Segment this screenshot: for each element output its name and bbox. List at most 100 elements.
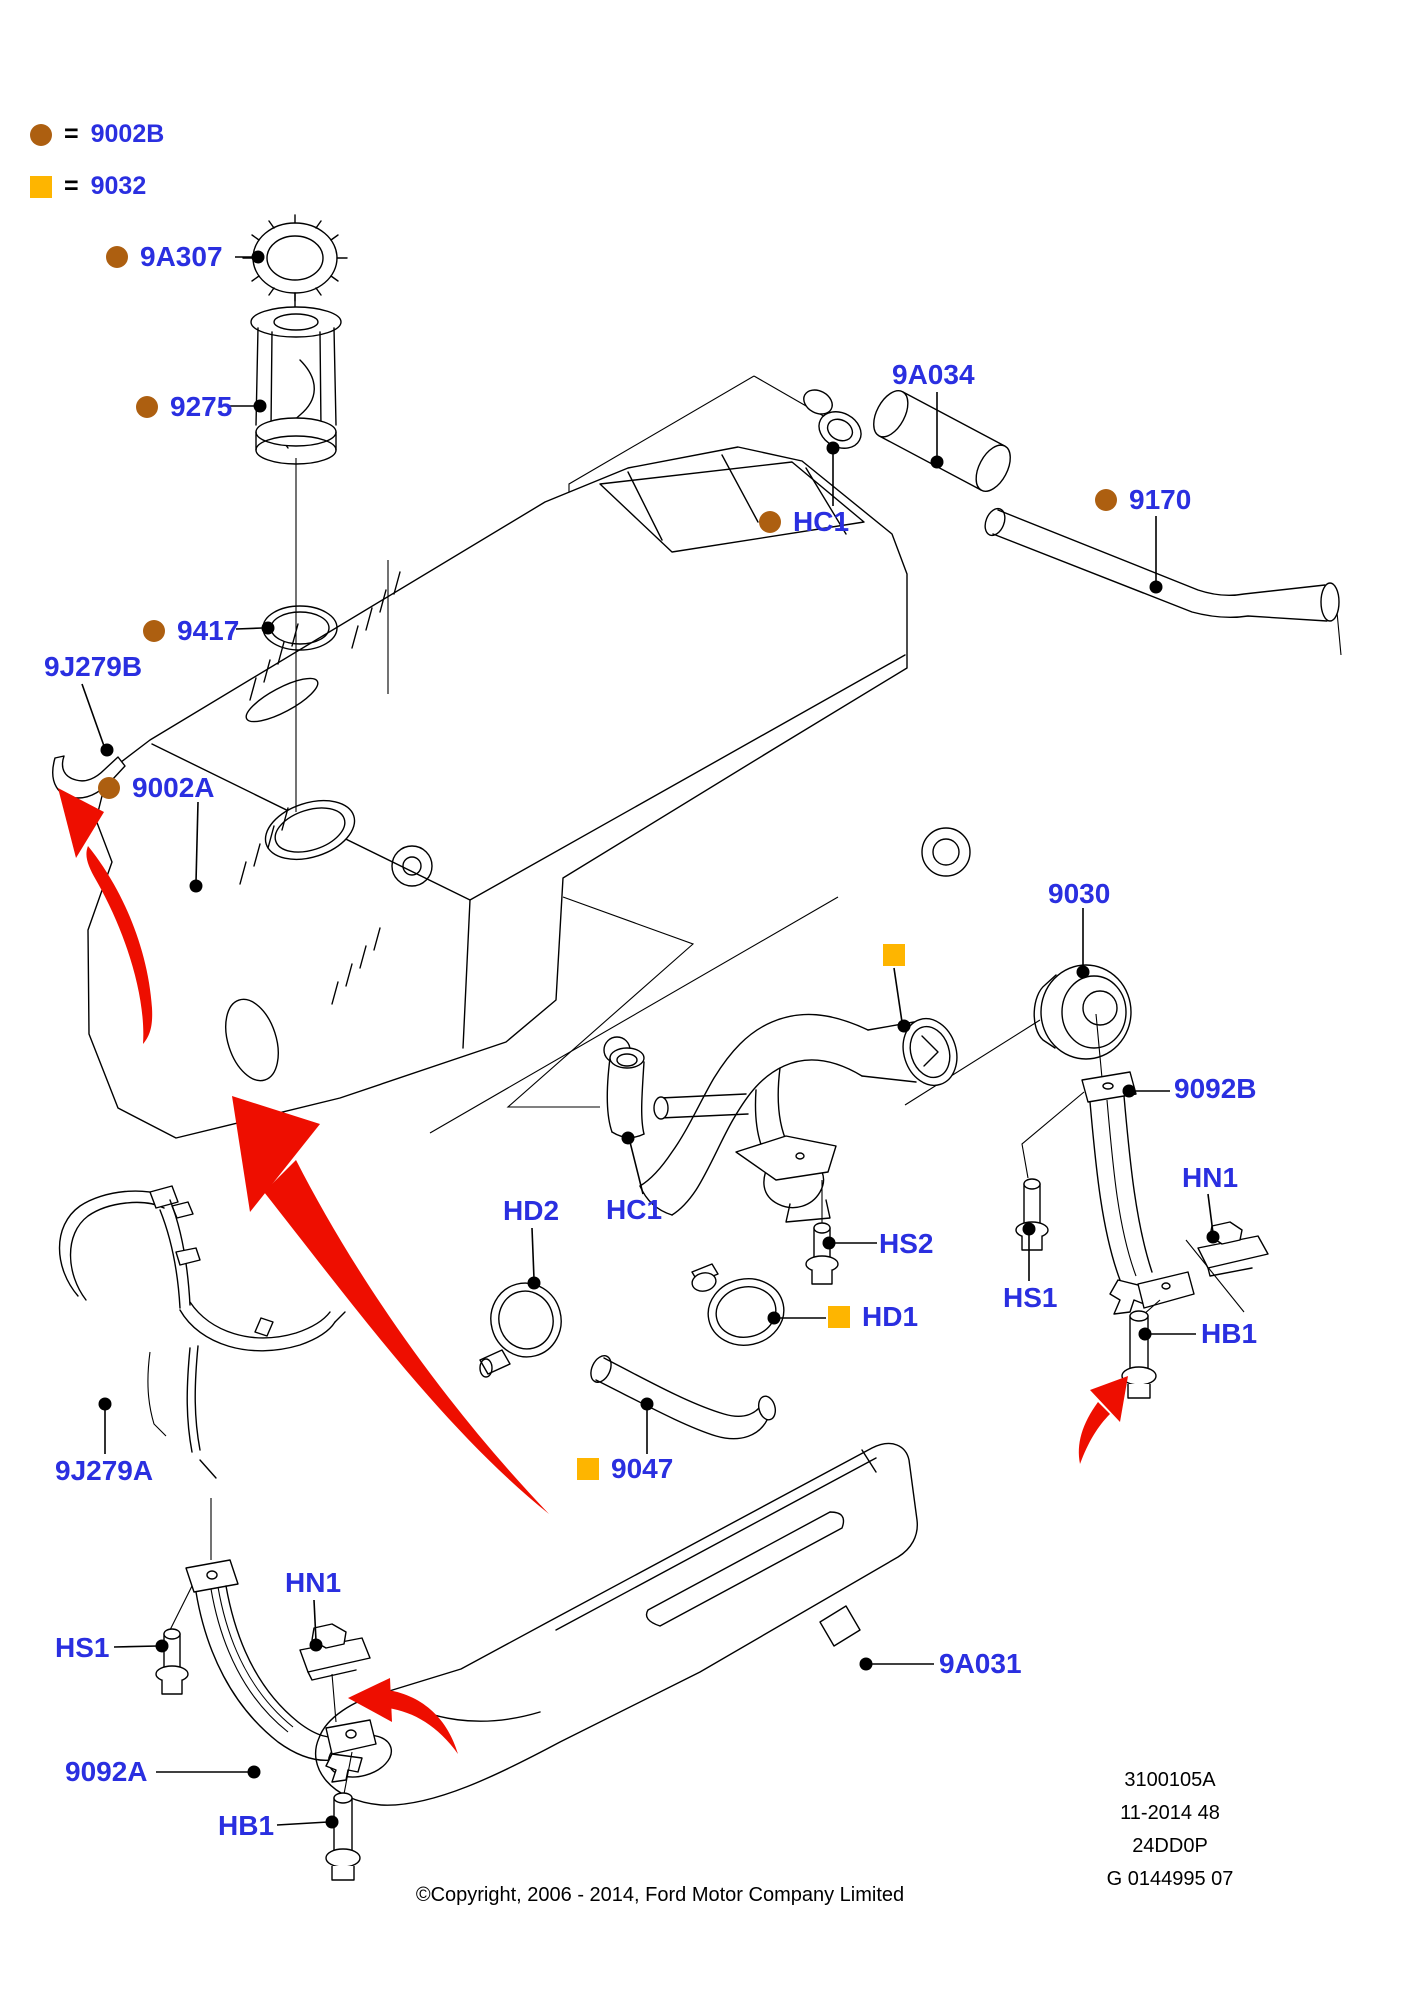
orange-square-icon [30, 175, 52, 198]
part-number[interactable]: 9002A [132, 772, 215, 803]
nut-hn1-right-drawing [1197, 1221, 1269, 1277]
part-number[interactable]: 9092A [65, 1756, 148, 1787]
bolt-hb1-right-drawing [1121, 1310, 1157, 1399]
strap-9092a-drawing [169, 1498, 377, 1795]
part-number[interactable]: HN1 [1182, 1162, 1239, 1193]
part-number[interactable]: 9030 [1048, 878, 1111, 909]
part-number[interactable]: HS2 [879, 1228, 934, 1259]
brown-dot-icon [759, 511, 781, 533]
part-number[interactable]: HC1 [793, 506, 850, 537]
fuel-tank-drawing [87, 446, 971, 1139]
part-number[interactable]: HB1 [1201, 1318, 1258, 1349]
callout-hd1[interactable]: HD1 [828, 1301, 918, 1333]
callout-9j279a[interactable]: 9J279A [55, 1455, 153, 1487]
part-number[interactable]: HS1 [1003, 1282, 1058, 1313]
brown-dot-icon [143, 620, 165, 642]
legend-code: 9002B [90, 120, 165, 148]
revision-line: 24DD0P [1132, 1835, 1208, 1857]
fuel-pump-module-drawing [250, 306, 342, 465]
callout-9092a[interactable]: 9092A [65, 1756, 148, 1788]
callout-9030[interactable]: 9030 [1048, 878, 1110, 910]
part-number[interactable]: HN1 [285, 1567, 342, 1598]
callout-hn1-right[interactable]: HN1 [1182, 1162, 1238, 1194]
part-number[interactable]: 9092B [1174, 1073, 1257, 1104]
copyright-text: ©Copyright, 2006 - 2014, Ford Motor Comp… [415, 1884, 905, 1906]
clamp-hc1-upper-drawing [803, 389, 862, 449]
callout-9417[interactable]: 9417 [143, 615, 239, 647]
part-number[interactable]: HD1 [862, 1301, 919, 1332]
part-number[interactable]: HS1 [55, 1632, 110, 1663]
orange-square-icon [828, 1306, 850, 1328]
bolt-hb1-left-drawing [325, 1792, 361, 1881]
revision-line: G 0144995 07 [1106, 1868, 1234, 1890]
brown-dot-icon [30, 123, 52, 146]
callout-hb1-right[interactable]: HB1 [1201, 1318, 1257, 1350]
bolt-hs1-right-drawing [1015, 1178, 1049, 1251]
callout-9a307[interactable]: 9A307 [106, 241, 223, 273]
bolt-hs2-drawing [805, 1222, 839, 1285]
part-number[interactable]: 9275 [170, 391, 233, 422]
filler-pipe-drawing [639, 1013, 958, 1225]
part-number[interactable]: 9047 [611, 1453, 674, 1484]
lock-ring-drawing [242, 214, 348, 311]
revision-line: 3100105A [1124, 1769, 1216, 1791]
red-arrow-upper-left [58, 788, 153, 1044]
callout-hs1-left[interactable]: HS1 [55, 1632, 109, 1664]
bolt-hs1-left-drawing [155, 1628, 189, 1695]
orange-square-icon [577, 1458, 599, 1480]
red-arrow-large-center [232, 1096, 549, 1514]
brown-dot-icon [106, 246, 128, 268]
callout-hc1-middle[interactable]: HC1 [606, 1194, 662, 1226]
part-number[interactable]: HD2 [503, 1195, 560, 1226]
brown-dot-icon [136, 396, 158, 418]
part-number[interactable]: HB1 [218, 1810, 275, 1841]
hose-9047-drawing [590, 1355, 777, 1440]
grommet-9030-drawing [1033, 964, 1132, 1060]
callout-9092b[interactable]: 9092B [1174, 1073, 1257, 1105]
legend-item-9002b: = 9002B [30, 120, 164, 149]
part-number[interactable]: 9A031 [939, 1648, 1022, 1679]
part-number[interactable]: 9170 [1129, 484, 1192, 515]
brown-dot-icon [1095, 489, 1117, 511]
revision-line: 11-2014 48 [1120, 1802, 1220, 1824]
strap-9092b-drawing [1021, 1013, 1195, 1316]
leader-lines [81, 250, 1220, 1829]
callout-hb1-left[interactable]: HB1 [218, 1810, 274, 1842]
callout-hn1-left[interactable]: HN1 [285, 1567, 341, 1599]
callout-9a031[interactable]: 9A031 [939, 1648, 1022, 1680]
legend-equals: = [64, 120, 79, 148]
legend-code: 9032 [90, 172, 147, 200]
nut-hn1-left-drawing [299, 1623, 371, 1681]
revision-block: 3100105A 11-2014 48 24DD0P G 0144995 07 [1030, 1764, 1310, 1896]
callout-hd2[interactable]: HD2 [503, 1195, 559, 1227]
part-number[interactable]: 9J279A [55, 1455, 154, 1486]
red-arrows [58, 788, 1128, 1754]
part-number[interactable]: 9A307 [140, 241, 223, 272]
part-number[interactable]: 9J279B [44, 651, 143, 682]
callout-9a034[interactable]: 9A034 [892, 359, 975, 391]
pipe-bundle-9j279a-drawing [58, 1185, 346, 1479]
red-arrow-to-right-bolt [1078, 1376, 1128, 1464]
callout-hs2[interactable]: HS2 [879, 1228, 933, 1260]
clamp-hd2-drawing [479, 1282, 562, 1378]
callout-9002a[interactable]: 9002A [98, 772, 215, 804]
callout-9275[interactable]: 9275 [136, 391, 232, 423]
orange-square-marker [883, 944, 905, 966]
legend-equals: = [64, 172, 79, 200]
clamp-hc1-middle-drawing [603, 1036, 645, 1139]
part-number[interactable]: 9A034 [892, 359, 975, 390]
part-number[interactable]: HC1 [606, 1194, 663, 1225]
callout-9047[interactable]: 9047 [577, 1453, 673, 1485]
legend-item-9032: = 9032 [30, 172, 146, 201]
hose-9170-drawing [984, 507, 1340, 622]
callout-hc1-upper[interactable]: HC1 [759, 506, 849, 538]
part-number[interactable]: 9417 [177, 615, 240, 646]
callout-9j279b[interactable]: 9J279B [44, 651, 142, 683]
heat-shield-drawing [314, 1442, 918, 1806]
red-arrow-to-left-strap [348, 1678, 458, 1754]
callout-9170[interactable]: 9170 [1095, 484, 1191, 516]
callout-hs1-right[interactable]: HS1 [1003, 1282, 1057, 1314]
brown-dot-icon [98, 777, 120, 799]
